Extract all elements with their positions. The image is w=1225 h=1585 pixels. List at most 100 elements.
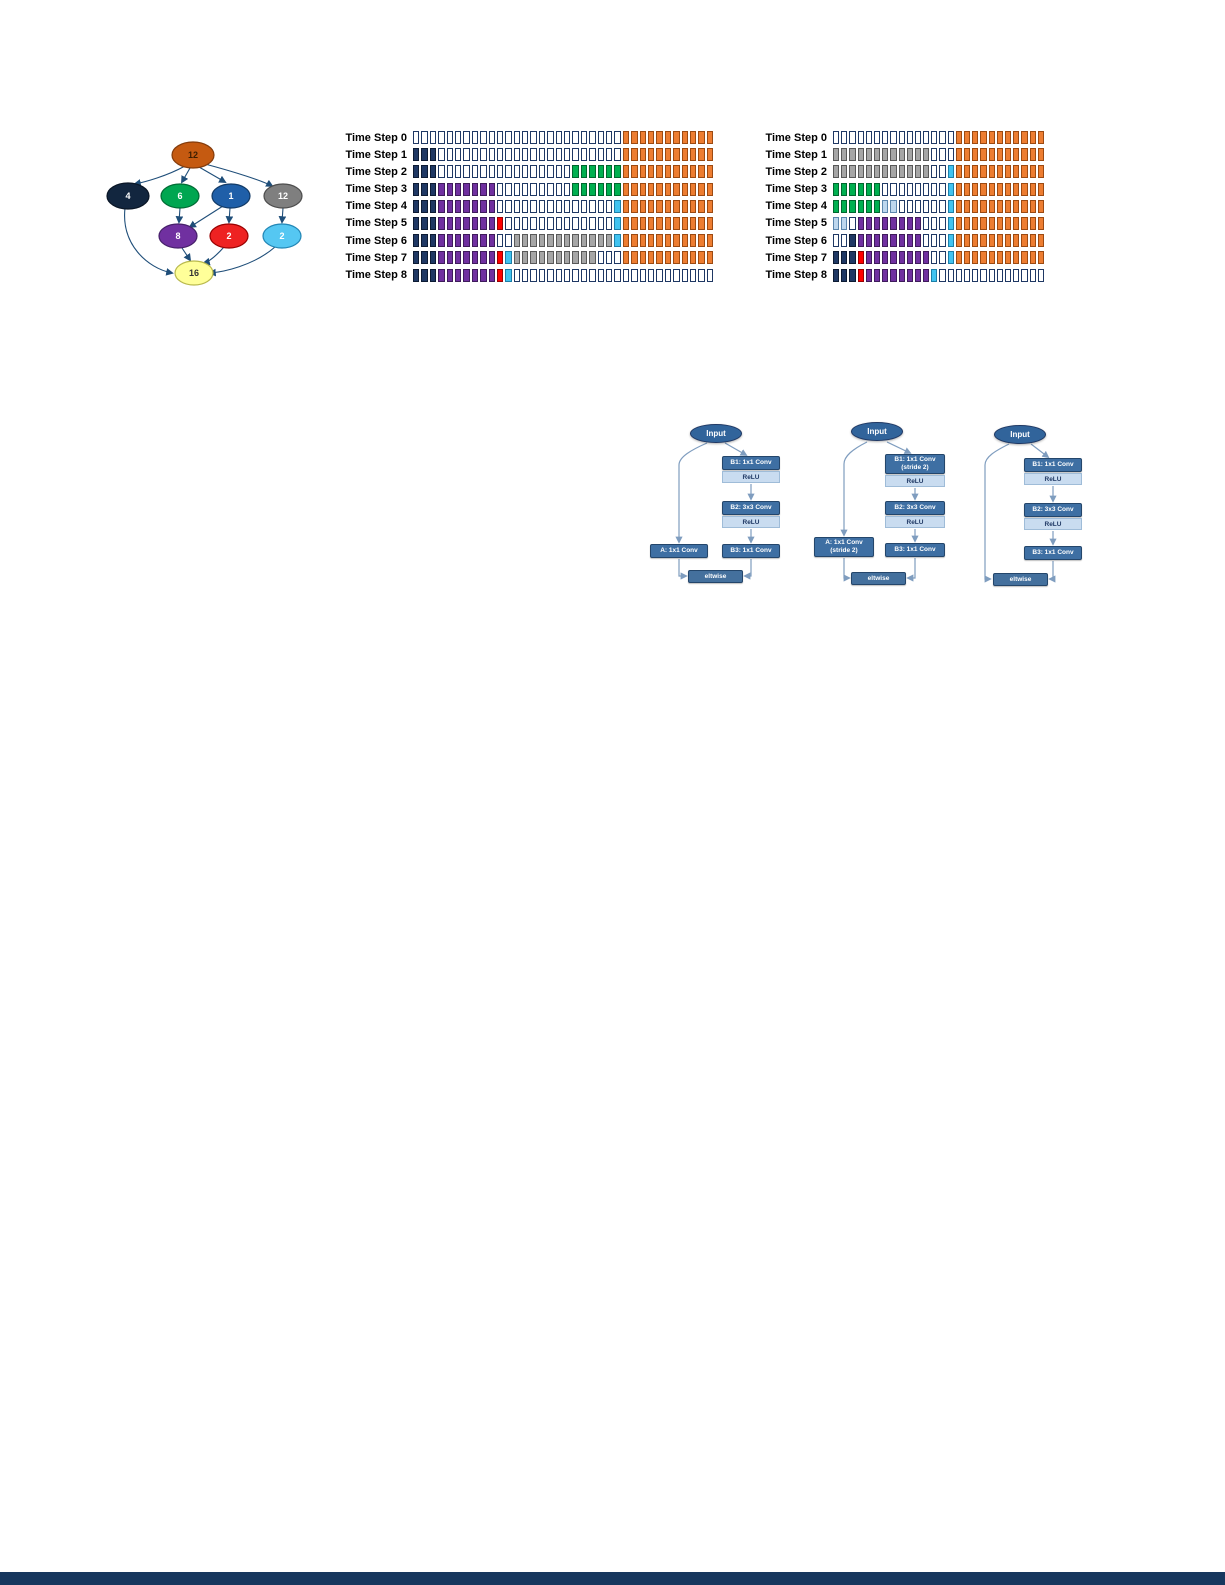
schedule-cell (898, 165, 905, 179)
schedule-cell (463, 199, 470, 213)
svg-text:1: 1 (228, 191, 233, 201)
schedule-cell (1037, 234, 1044, 248)
schedule-strip (413, 165, 714, 179)
schedule-cell (647, 216, 655, 230)
schedule-cell (706, 165, 714, 179)
schedule-cell (947, 199, 954, 213)
schedule-cell (614, 199, 621, 213)
schedule-cell (857, 268, 864, 282)
graph-edges (124, 163, 287, 277)
graph-node[interactable]: 4 (106, 182, 150, 210)
schedule-cell (923, 234, 930, 248)
schedule-cell (446, 131, 453, 144)
graph-node[interactable]: 2 (262, 223, 302, 249)
schedule-cell (1013, 182, 1020, 196)
schedule-cell (496, 234, 504, 248)
schedule-cell (996, 131, 1003, 144)
time-step-label: Time Step 7 (345, 251, 407, 264)
schedule-cell (988, 131, 995, 144)
schedule-cell (1013, 165, 1020, 179)
schedule-cell (438, 268, 445, 282)
schedule-cell (530, 165, 537, 179)
schedule-cell (865, 165, 872, 179)
schedule-cell (564, 251, 571, 265)
schedule-cell (564, 268, 571, 282)
schedule-cell (572, 148, 579, 162)
eltwise-label: eltwise (867, 575, 890, 582)
schedule-cell (914, 165, 922, 179)
schedule-cell (898, 148, 905, 162)
graph-node[interactable]: 12 (263, 183, 303, 209)
schedule-cell (939, 182, 946, 196)
schedule-cell (1021, 182, 1028, 196)
graph-edge (181, 247, 192, 262)
schedule-row: Time Step 1 (757, 148, 1044, 162)
schedule-cell (865, 199, 872, 213)
schedule-cell (980, 182, 987, 196)
schedule-cell (689, 216, 697, 230)
schedule-cell (647, 251, 655, 265)
schedule-cell (931, 182, 938, 196)
time-step-label: Time Step 8 (345, 269, 407, 281)
schedule-cell (496, 268, 504, 282)
relu-label: ReLU (906, 518, 924, 526)
schedule-cell (1029, 268, 1036, 282)
schedule-cell (980, 234, 987, 248)
schedule-cell (841, 131, 848, 144)
schedule-cell (1021, 148, 1028, 162)
schedule-strip (413, 182, 714, 196)
time-step-label: Time Step 6 (345, 234, 407, 247)
schedule-cell (580, 234, 588, 248)
schedule-cell (833, 182, 840, 196)
schedule-row: Time Step 7 (757, 251, 1044, 265)
schedule-cell (421, 251, 428, 265)
graph-edge (175, 207, 184, 224)
schedule-cell (689, 182, 697, 196)
schedule-cell (555, 148, 563, 162)
graph-node[interactable]: 8 (158, 223, 198, 249)
schedule-cell (530, 268, 537, 282)
schedule-cell (849, 268, 856, 282)
schedule-cell (538, 268, 546, 282)
schedule-cell (873, 182, 881, 196)
schedule-cell (454, 182, 462, 196)
schedule-cell (931, 165, 938, 179)
schedule-cell (639, 131, 646, 144)
schedule-cell (454, 216, 462, 230)
schedule-cell (996, 148, 1003, 162)
graph-node[interactable]: 1 (211, 183, 251, 209)
svg-text:6: 6 (177, 191, 182, 201)
schedule-cell (656, 199, 663, 213)
schedule-cell (522, 216, 529, 230)
schedule-cell (463, 148, 470, 162)
graph-node[interactable]: 12 (171, 141, 215, 169)
schedule-cell (906, 268, 913, 282)
schedule-cell (865, 268, 872, 282)
schedule-row: Time Step 0 (757, 131, 1044, 144)
graph-node[interactable]: 2 (209, 223, 249, 249)
schedule-cell (664, 182, 672, 196)
schedule-cell (438, 148, 445, 162)
schedule-cell (446, 182, 453, 196)
schedule-cell (996, 251, 1003, 265)
schedule-cell (964, 131, 971, 144)
relu-box: ReLU (1024, 518, 1082, 530)
schedule-cell (421, 165, 428, 179)
schedule-cell (572, 199, 579, 213)
schedule-cell (421, 182, 428, 196)
graph-node[interactable]: 6 (160, 183, 200, 209)
schedule-cell (980, 131, 987, 144)
svg-text:16: 16 (189, 268, 199, 278)
schedule-row: Time Step 4 (757, 199, 1044, 213)
relu-label: ReLU (742, 518, 760, 526)
schedule-cell (413, 131, 420, 144)
schedule-cell (849, 131, 856, 144)
schedule-cell (1037, 182, 1044, 196)
schedule-cell (833, 268, 840, 282)
schedule-cell (488, 199, 495, 213)
graph-node[interactable]: 16 (174, 260, 214, 286)
relu-box: ReLU (885, 516, 945, 528)
schedule-cell (882, 182, 889, 196)
schedule-cell (865, 216, 872, 230)
